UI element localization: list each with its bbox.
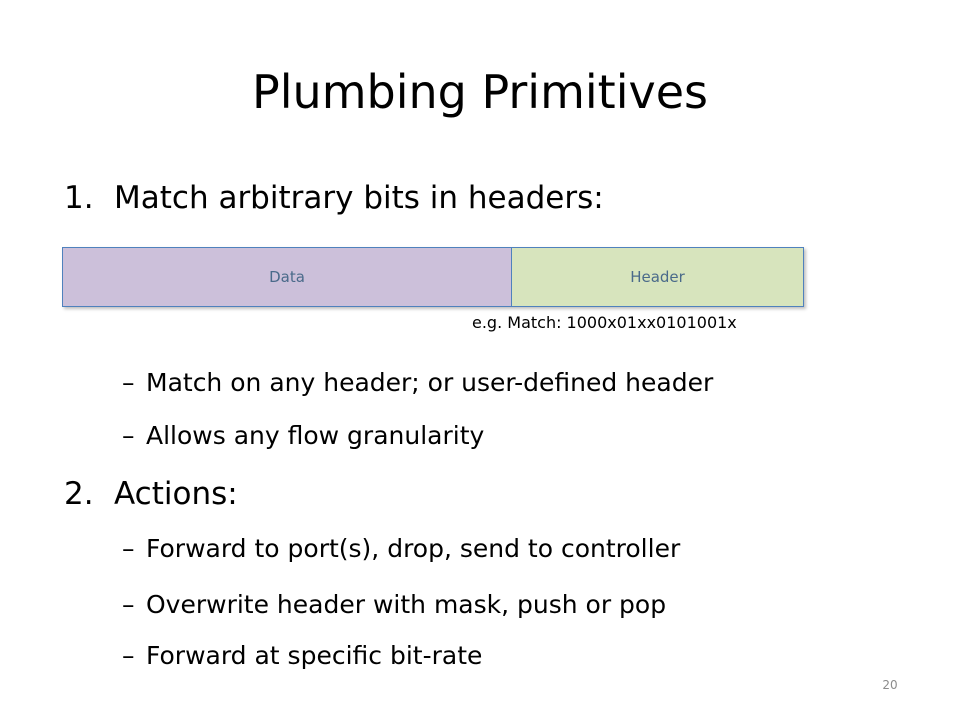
packet-header-label: Header — [630, 268, 685, 286]
slide-title: Plumbing Primitives — [252, 65, 708, 119]
dash: – — [122, 641, 135, 670]
sub-item-text: Overwrite header with mask, push or pop — [146, 590, 667, 619]
sub-item-text: Allows any flow granularity — [146, 421, 485, 450]
packet-data-segment: Data — [62, 247, 511, 307]
page-number: 20 — [882, 678, 898, 692]
sub-item-text: Match on any header; or user-defined hea… — [146, 368, 714, 397]
list-text: Actions: — [114, 476, 238, 512]
sub-item: –Overwrite header with mask, push or pop — [122, 589, 666, 621]
packet-diagram: Data Header — [62, 247, 804, 307]
list-number: 1. — [64, 180, 94, 216]
match-example: e.g. Match: 1000x01xx0101001x — [472, 313, 737, 332]
sub-item-text: Forward to port(s), drop, send to contro… — [146, 534, 681, 563]
list-item-match: 1. Match arbitrary bits in headers: — [64, 178, 604, 218]
dash: – — [122, 421, 135, 450]
list-item-actions: 2. Actions: — [64, 474, 238, 514]
dash: – — [122, 368, 135, 397]
sub-item: –Forward at specific bit-rate — [122, 640, 482, 672]
sub-item: –Match on any header; or user-defined he… — [122, 367, 713, 399]
packet-data-label: Data — [269, 268, 305, 286]
list-number: 2. — [64, 476, 94, 512]
sub-item: –Forward to port(s), drop, send to contr… — [122, 533, 680, 565]
dash: – — [122, 534, 135, 563]
packet-header-segment: Header — [511, 247, 804, 307]
sub-item-text: Forward at specific bit-rate — [146, 641, 483, 670]
sub-item: –Allows any flow granularity — [122, 420, 484, 452]
dash: – — [122, 590, 135, 619]
list-text: Match arbitrary bits in headers: — [114, 180, 604, 216]
